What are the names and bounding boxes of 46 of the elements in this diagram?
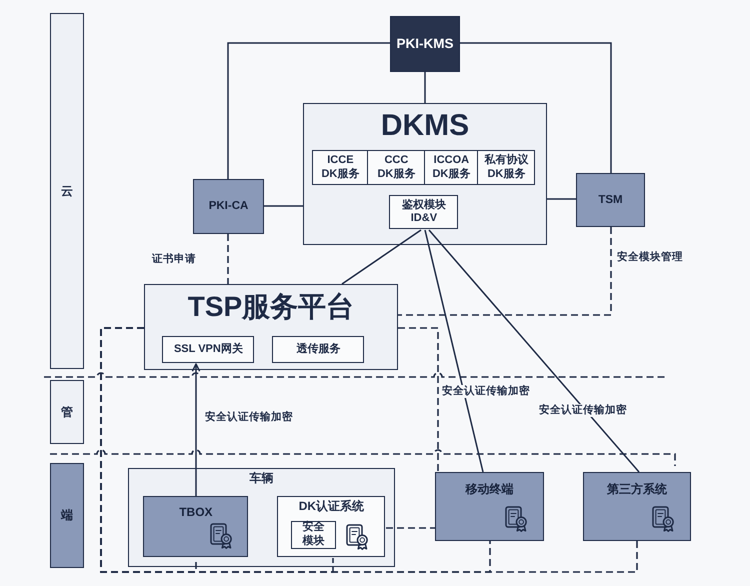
system-box — [277, 496, 386, 558]
module-box: 鉴权模块 ID&V — [389, 195, 458, 230]
system-box — [583, 472, 691, 541]
service-box: CCC DK服务 — [367, 150, 426, 186]
module-box: 安全模块 — [290, 520, 336, 549]
edge-label: 证书申请 — [150, 253, 198, 266]
edge-label: 安全认证传输加密 — [203, 411, 295, 424]
connector-line — [424, 72, 426, 103]
layer-band: 管 — [50, 380, 84, 444]
connector-line — [264, 205, 303, 207]
edge-label: 安全认证传输加密 — [537, 404, 629, 417]
service-box: 透传服务 — [272, 336, 364, 364]
connector-line — [398, 227, 612, 316]
connector-line — [547, 198, 576, 200]
connector-line — [386, 527, 435, 529]
layer-band: 云 — [50, 13, 84, 369]
box-title: 第三方系统 — [607, 483, 667, 497]
connector-line — [342, 229, 422, 285]
box-title: DKMS — [380, 109, 470, 144]
service-box: ICCOA DK服务 — [424, 150, 478, 186]
box-title: 车辆 — [250, 472, 274, 486]
box-title: DK认证系统 — [298, 500, 364, 514]
connector-line — [460, 42, 612, 173]
device-box — [143, 496, 248, 558]
container-box — [128, 468, 395, 567]
system-box — [435, 472, 544, 541]
edge-label: 安全认证传输加密 — [440, 385, 532, 398]
connector-line — [227, 42, 390, 179]
server-box: TSM — [576, 173, 645, 227]
platform-box — [144, 284, 398, 370]
layer-band: 端 — [50, 463, 84, 568]
box-title: 移动终端 — [466, 483, 514, 497]
service-box: 私有协议 DK服务 — [477, 150, 536, 186]
server-box: PKI-KMS — [390, 16, 460, 72]
box-title: TSP服务平台 — [188, 291, 354, 324]
connector-line — [227, 234, 229, 284]
service-box: SSL VPN网关 — [162, 336, 254, 364]
platform-box — [303, 103, 547, 245]
arrow — [192, 363, 200, 497]
connector-line — [424, 230, 484, 472]
service-box: ICCE DK服务 — [312, 150, 368, 186]
edge-label: 安全模块管理 — [615, 251, 685, 264]
connector-line — [428, 230, 640, 472]
server-box: PKI-CA — [193, 179, 264, 234]
box-title: TBOX — [179, 506, 213, 520]
connector-line — [398, 327, 439, 472]
